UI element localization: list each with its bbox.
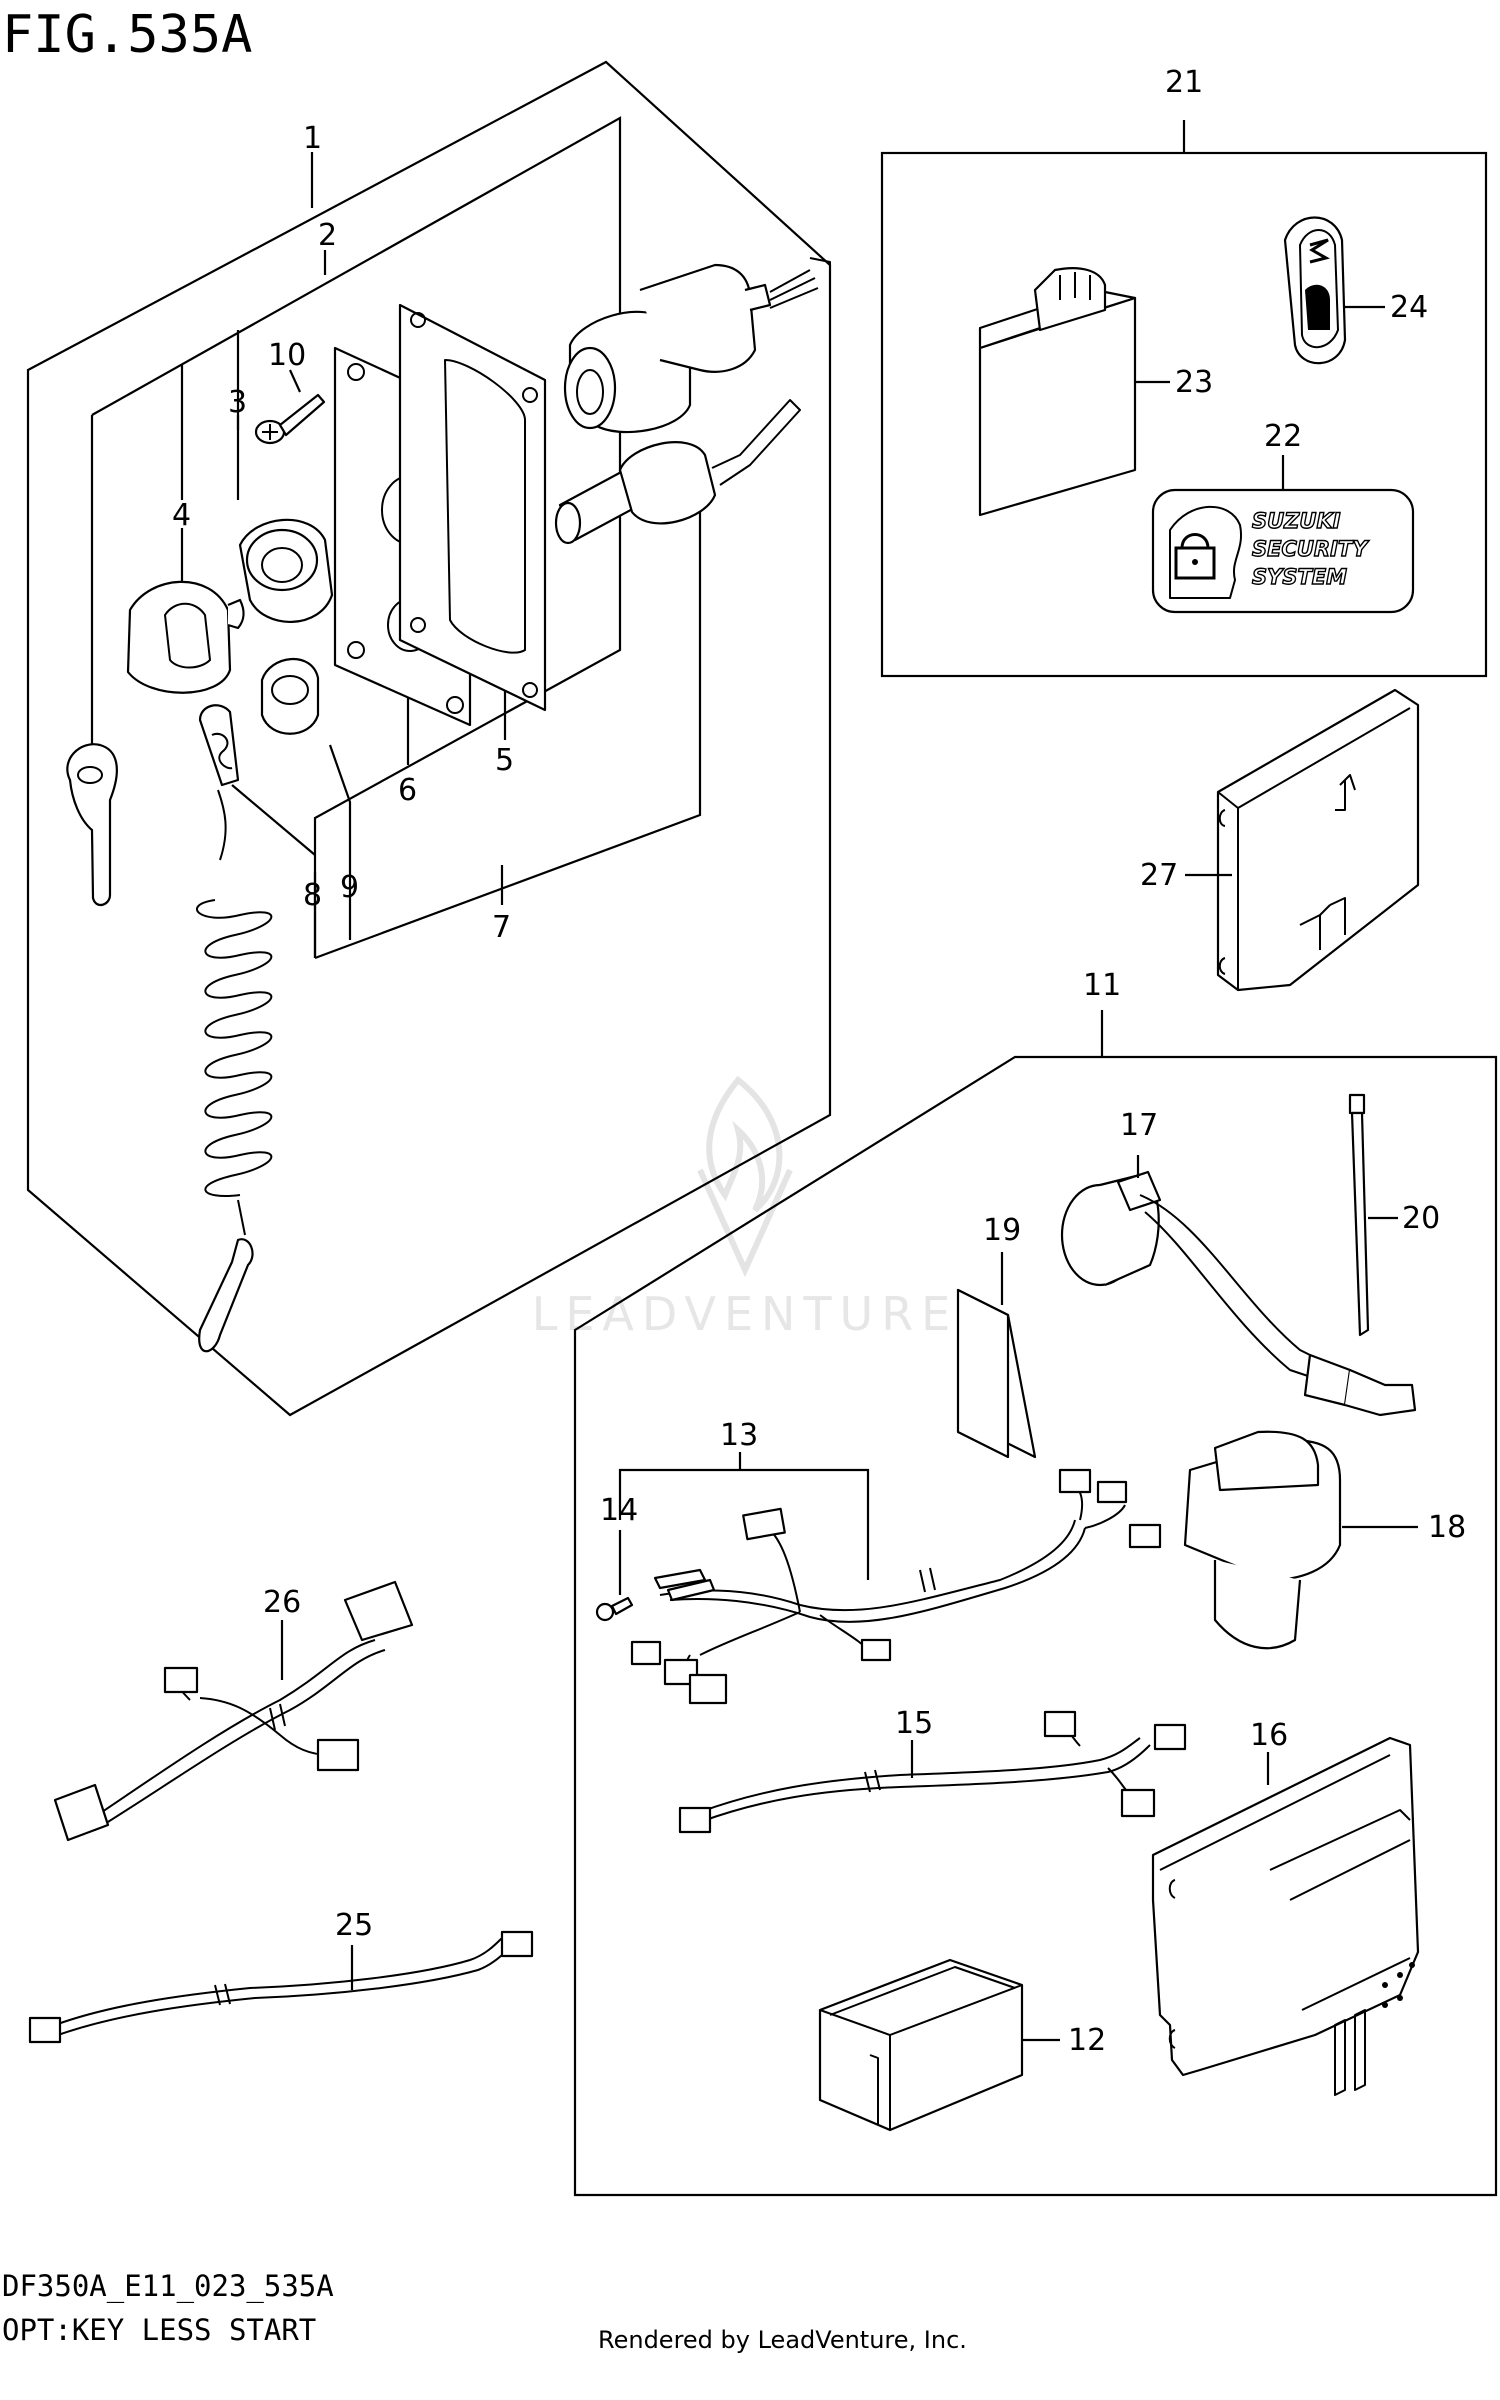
module-part-27 [1216, 688, 1420, 992]
cable-part-25 [28, 1930, 534, 2044]
callout-13: 13 [720, 1418, 758, 1453]
screw-part-10 [254, 393, 326, 445]
callout-6: 6 [398, 773, 417, 808]
callout-20: 20 [1402, 1201, 1440, 1236]
callout-24: 24 [1390, 290, 1428, 325]
nut-part-9 [260, 658, 320, 735]
bolt-part-14 [595, 1596, 634, 1622]
callout-17: 17 [1120, 1108, 1158, 1143]
padlock-icon [1174, 533, 1216, 580]
callout-23: 23 [1175, 365, 1213, 400]
badge-line-2: SECURITY [1252, 537, 1369, 561]
badge-line-1: SUZUKI [1252, 509, 1341, 533]
control-unit-part-23 [978, 267, 1137, 517]
callout-10: 10 [268, 338, 306, 373]
card-part-19 [956, 1288, 1037, 1459]
assembly-frame-1 [26, 60, 832, 1417]
leader-10 [288, 369, 302, 393]
figure-title: FIG.535A [2, 5, 252, 65]
footer-credit: Rendered by LeadVenture, Inc. [598, 2326, 967, 2354]
leader-8b [231, 784, 316, 856]
bracket-7-bottom [314, 508, 702, 960]
coil-spring [195, 899, 273, 1197]
holder-part-12 [818, 1958, 1024, 2132]
watermark-text: LEADVENTURE [532, 1287, 959, 1341]
figure-code: DF350A_E11_023_535A [2, 2269, 334, 2304]
grommet-part-17 [1060, 1170, 1417, 1417]
bracket-2 [91, 116, 622, 958]
callout-15: 15 [895, 1706, 933, 1741]
lanyard-part-8 [195, 704, 273, 1353]
key-part [66, 743, 118, 907]
callout-9: 9 [340, 870, 359, 905]
control-unit-part-16 [1151, 1736, 1420, 2096]
callout-27: 27 [1140, 858, 1178, 893]
harness-part-26 [53, 1580, 414, 1842]
callout-8: 8 [303, 878, 322, 913]
callout-25: 25 [335, 1908, 373, 1943]
cable-tie-part-20 [1348, 1093, 1370, 1337]
callout-2: 2 [318, 218, 337, 253]
callout-16: 16 [1250, 1718, 1288, 1753]
gasket-part-5 [398, 303, 547, 712]
callout-11: 11 [1083, 968, 1121, 1003]
figure-name: OPT:KEY LESS START [2, 2313, 316, 2347]
watermark: LEADVENTURE [532, 1075, 959, 1341]
security-badge-part-22: SUZUKI SECURITY SYSTEM [1151, 488, 1415, 614]
callout-18: 18 [1428, 1510, 1466, 1545]
nut-part-3 [238, 518, 334, 623]
watermark-logo-icon [697, 1075, 793, 1278]
brand-logo-icon [1309, 238, 1330, 264]
bracket-13 [618, 1468, 870, 1580]
knob-part-4 [126, 580, 245, 694]
callout-4: 4 [172, 498, 191, 533]
callout-22: 22 [1264, 419, 1302, 454]
callout-14: 14 [600, 1493, 638, 1528]
kit-frame-11 [573, 1055, 1498, 2197]
callout-1: 1 [303, 121, 322, 156]
harness-part-15 [678, 1710, 1187, 1834]
callout-19: 19 [983, 1213, 1021, 1248]
callout-21: 21 [1165, 65, 1203, 100]
relay-part-18 [1183, 1430, 1342, 1650]
callout-26: 26 [263, 1585, 301, 1620]
key-fob-part-24 [1283, 216, 1347, 365]
callout-3: 3 [228, 385, 247, 420]
badge-line-3: SYSTEM [1252, 565, 1347, 589]
callout-5: 5 [495, 743, 514, 778]
callout-12: 12 [1068, 2023, 1106, 2058]
leader-9 [328, 744, 352, 940]
key-switch-part [563, 257, 831, 434]
harness-part-13 [630, 1468, 1162, 1705]
stop-switch-part [554, 399, 801, 545]
callout-7: 7 [492, 910, 511, 945]
